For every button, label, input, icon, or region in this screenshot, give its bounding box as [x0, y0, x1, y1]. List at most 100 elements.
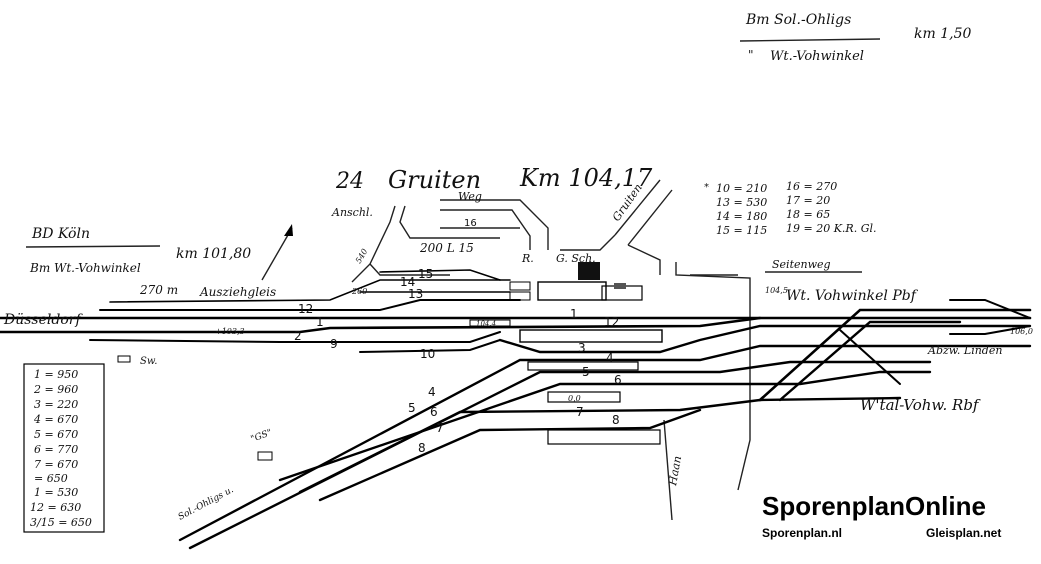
track-7: [298, 396, 902, 494]
lengths-table: 1 = 950 2 = 960 3 = 220 4 = 670 5 = 670 …: [23, 363, 105, 533]
ausziehgleis-label: Ausziehgleis: [199, 285, 276, 299]
lengths-row: = 650: [34, 472, 68, 485]
bd-koln-label: BD Köln: [31, 226, 90, 242]
brand-site-nl: Sporenplan.nl: [762, 526, 842, 540]
track-6: [278, 370, 932, 482]
track-8-number: 8: [418, 441, 426, 455]
wt-vohwinkel-label: Wt.-Vohwinkel: [770, 49, 864, 64]
seitenweg-label: Seitenweg: [772, 258, 831, 271]
shed-r-label: R.: [521, 252, 534, 265]
lengths-row: 5 = 670: [34, 428, 78, 441]
haan-road: [663, 419, 673, 521]
track-7-number: 7: [436, 421, 444, 435]
km-marker-box: [469, 319, 511, 327]
track-14: [109, 279, 511, 303]
km-1033-label: +103,3: [215, 327, 245, 336]
gs-box: [257, 451, 273, 461]
goods-shed-building: [578, 262, 600, 280]
track-5-number-east: 5: [582, 365, 590, 379]
track-2-main: [0, 316, 762, 334]
track-5-number: 5: [408, 401, 416, 415]
lengths-row: 4 = 670: [33, 413, 78, 426]
km-marker-text: 104,4: [476, 320, 496, 328]
length-260-label: 260: [351, 287, 367, 296]
bm-wt-vohwinkel-label: Bm Wt.-Vohwinkel: [29, 261, 141, 275]
curve-bullet: *: [704, 182, 709, 193]
branding: SporenplanOnline Sporenplan.nl Gleisplan…: [762, 491, 1001, 540]
curve-row-left: 13 = 530: [716, 196, 767, 209]
crane-icon: [614, 283, 626, 289]
track-1-number: 1: [316, 315, 324, 329]
track-6-number-east: 6: [614, 373, 622, 387]
direction-arrow: [261, 227, 293, 281]
wt-vohwinkel-pbf-label: Wt. Vohwinkel Pbf: [786, 288, 919, 304]
track-4-number-east: 4: [606, 351, 614, 365]
anschluss-track-a: [351, 205, 396, 283]
brand-name: SporenplanOnline: [762, 491, 986, 521]
gruiten-road-d: [627, 244, 661, 275]
gs-label: "GS": [250, 428, 274, 445]
east-junction-a: [949, 299, 1031, 319]
header-rule: [739, 38, 881, 42]
district-block: BD Köln Bm Wt.-Vohwinkel km 101,80: [25, 224, 293, 281]
lengths-row: 1 = 950: [34, 368, 78, 381]
lengths-row: 1 = 530: [34, 486, 78, 499]
station-number: 24: [335, 169, 364, 194]
lengths-table-frame: [23, 363, 105, 533]
track-12-number-east: 12: [604, 315, 619, 329]
track-8: [318, 408, 702, 502]
lengths-row: 12 = 630: [30, 501, 81, 514]
weg-label: Weg: [458, 190, 482, 203]
track-13-number: 13: [408, 287, 423, 301]
track-4: [178, 344, 1032, 542]
platform-3: [547, 391, 621, 403]
arrow-head-icon: [284, 224, 293, 236]
curve-table: * 10 = 210 16 = 270 13 = 530 17 = 20 14 …: [704, 180, 877, 237]
district-rule: [25, 245, 161, 248]
curve-row-right: 19 = 20 K.R. Gl.: [786, 222, 877, 235]
curve-row-left: 10 = 210: [716, 182, 767, 195]
lengths-row: 3/15 = 650: [30, 516, 92, 529]
lengths-row: 7 = 670: [34, 458, 78, 471]
weg-road-upper: [440, 199, 549, 250]
station-km: Km 104,17: [519, 164, 653, 192]
destination-labels: Wt. Vohwinkel Pbf 104,5 Abzw. Linden W't…: [765, 286, 1033, 414]
platform-3-mark: 0,0: [568, 394, 581, 403]
station-title: 24 Gruiten Km 104,17: [335, 164, 653, 194]
main-tracks: 1 1 2 12 9 10 3 104,4 +103,3: [0, 307, 1032, 371]
header-block: Bm Sol.-Ohligs " Wt.-Vohwinkel km 1,50: [739, 12, 971, 64]
track-12-number: 12: [298, 302, 313, 316]
south-tracks: 4 4 5 5 6 6 7 7 8 8 0,0: [178, 308, 1032, 550]
rbf-flyover-track: [758, 308, 1032, 402]
platform-2: [527, 361, 639, 371]
curve-row-left: 15 = 115: [716, 224, 767, 237]
abzw-linden-label: Abzw. Linden: [927, 344, 1002, 357]
curve-row-left: 14 = 180: [716, 210, 767, 223]
lengths-row: 3 = 220: [34, 398, 78, 411]
track-3: [498, 324, 1032, 354]
buildings: R. G. Sch.: [509, 252, 643, 301]
track-9: [89, 331, 501, 343]
seitenweg-road: [675, 262, 751, 491]
track-10: [359, 339, 501, 353]
platform-4: [547, 429, 661, 445]
km-1060-label: 106,0: [1010, 327, 1033, 336]
station-name: Gruiten: [388, 166, 481, 194]
rbf-flyover-track-b: [778, 320, 962, 402]
shed-gsch-label: G. Sch.: [556, 252, 596, 265]
track-14-number: 14: [400, 275, 415, 289]
curve-row-right: 17 = 20: [786, 194, 830, 207]
track-10-number: 10: [420, 347, 435, 361]
siding-length-label: 540: [354, 247, 369, 265]
rbf-connector: [839, 329, 901, 385]
track-15-number: 15: [418, 267, 433, 281]
sol-ohligs-label: Sol.-Ohligs u.: [177, 485, 236, 523]
sw-box: [117, 355, 131, 363]
track-6-number: 6: [430, 405, 438, 419]
track-3-number: 3: [578, 341, 586, 355]
dusseldorf-label: Düsseldorf: [3, 312, 83, 328]
anschluss-track-c: [369, 263, 450, 276]
brand-site-net: Gleisplan.net: [926, 526, 1001, 540]
